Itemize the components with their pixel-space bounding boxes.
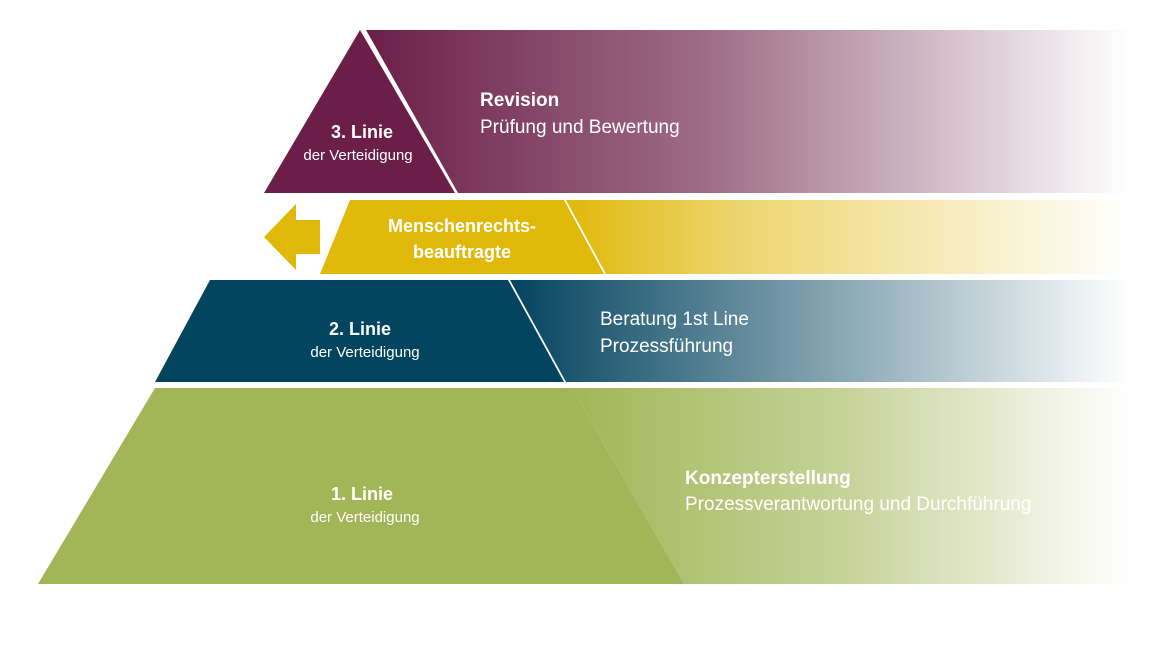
level-2-desc-line2: Prozessführung [600,336,733,357]
level-1-line: 1. Linie der Verteidigung Konzepterstell… [38,388,1130,584]
arrow-left-icon [264,204,320,270]
human-rights-officer-level: Menschenrechts- beauftragte [264,200,1130,274]
human-rights-trapezoid [320,200,604,274]
level-3-line: 3. Linie der Verteidigung Revision Prüfu… [264,30,1130,193]
level-2-title: 2. Linie [329,319,391,339]
human-rights-title-line2: beauftragte [413,242,511,262]
level-2-subtitle: der Verteidigung [310,344,419,361]
level-3-desc-text: Prüfung und Bewertung [480,117,680,138]
level-3-band [366,30,1130,193]
level-2-band [510,280,1130,382]
level-2-trapezoid [155,280,564,382]
level-1-desc-title: Konzepterstellung [685,468,851,489]
level-3-triangle [264,30,455,193]
level-3-desc-title: Revision [480,90,559,111]
level-1-title: 1. Linie [331,484,393,504]
level-1-subtitle: der Verteidigung [310,509,419,526]
level-3-subtitle: der Verteidigung [303,147,412,164]
level-3-title: 3. Linie [331,122,393,142]
level-1-desc-text: Prozessverantwortung und Durchführung [685,494,1031,515]
level-1-trapezoid [38,388,684,584]
level-2-desc-line1: Beratung 1st Line [600,309,749,330]
level-1-band [572,388,1130,584]
human-rights-title-line1: Menschenrechts- [388,216,536,236]
level-2-line: 2. Linie der Verteidigung Beratung 1st L… [155,280,1130,382]
human-rights-band [566,200,1130,274]
